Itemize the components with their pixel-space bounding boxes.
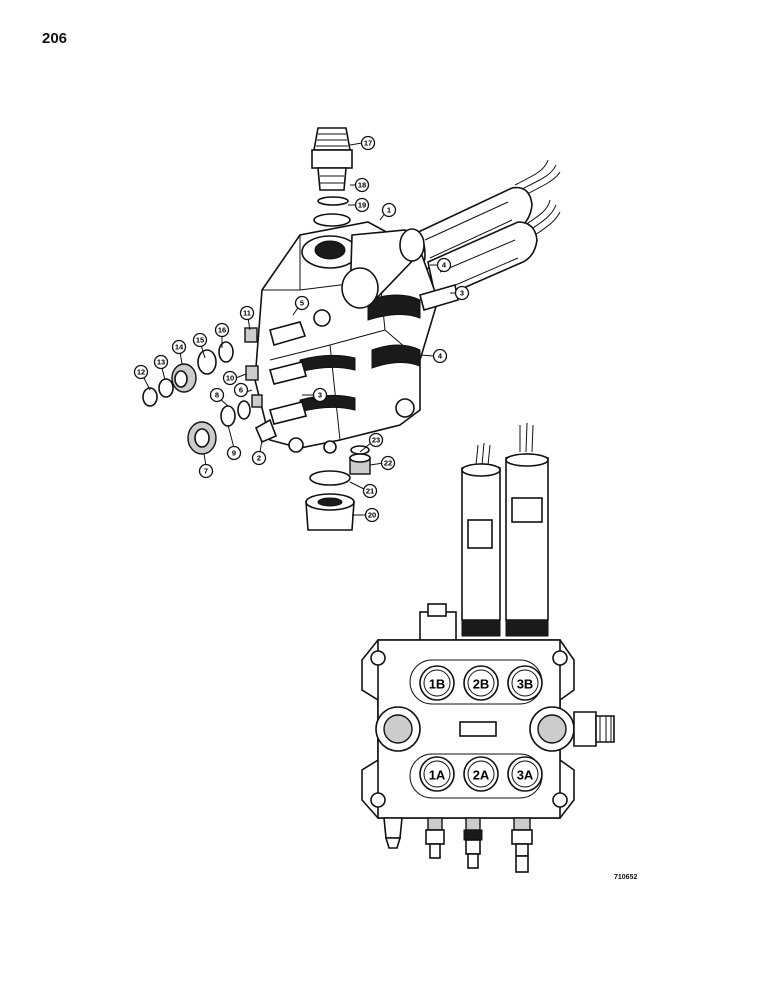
svg-text:3A: 3A bbox=[517, 768, 534, 783]
callout-23: 23 bbox=[368, 432, 384, 448]
bottom-plugs bbox=[305, 445, 371, 531]
svg-text:4: 4 bbox=[438, 352, 443, 361]
callout-11: 11 bbox=[239, 305, 255, 321]
port-3B: 3B bbox=[507, 665, 543, 701]
svg-text:2: 2 bbox=[257, 454, 261, 463]
callout-7: 7 bbox=[198, 463, 214, 479]
page-number: 206 bbox=[42, 30, 68, 47]
callout-21: 21 bbox=[362, 483, 378, 499]
svg-text:19: 19 bbox=[358, 201, 366, 210]
svg-text:15: 15 bbox=[196, 336, 204, 345]
port-1B: 1B bbox=[419, 665, 455, 701]
callout-16: 16 bbox=[214, 322, 230, 338]
callout-14: 14 bbox=[171, 339, 187, 355]
assembled-relief-cap bbox=[419, 603, 457, 643]
seal-stack-upper bbox=[142, 341, 234, 407]
port-3A: 3A bbox=[507, 756, 543, 792]
port-2B: 2B bbox=[463, 665, 499, 701]
solenoid-lower bbox=[427, 221, 538, 302]
svg-text:20: 20 bbox=[368, 511, 376, 520]
svg-text:3: 3 bbox=[460, 289, 464, 298]
assembled-solenoid-1 bbox=[461, 463, 501, 637]
callout-2: 2 bbox=[251, 450, 267, 466]
svg-text:1A: 1A bbox=[429, 768, 446, 783]
assembled-solenoid-2 bbox=[505, 453, 549, 637]
callout-4-upper: 4 bbox=[436, 257, 452, 273]
callout-20: 20 bbox=[364, 507, 380, 523]
svg-text:1: 1 bbox=[387, 206, 391, 215]
svg-text:11: 11 bbox=[243, 309, 251, 318]
svg-text:10: 10 bbox=[226, 374, 234, 383]
port-1A: 1A bbox=[419, 756, 455, 792]
svg-text:3B: 3B bbox=[517, 677, 534, 692]
valve-body bbox=[254, 221, 439, 454]
svg-text:16: 16 bbox=[218, 326, 226, 335]
svg-text:3: 3 bbox=[318, 391, 322, 400]
callout-1: 1 bbox=[381, 202, 397, 218]
svg-text:2B: 2B bbox=[473, 677, 490, 692]
svg-text:7: 7 bbox=[204, 467, 208, 476]
callout-6: 6 bbox=[233, 382, 249, 398]
callout-17: 17 bbox=[360, 135, 376, 151]
callout-13: 13 bbox=[153, 354, 169, 370]
callout-12: 12 bbox=[133, 364, 149, 380]
svg-text:4: 4 bbox=[442, 261, 447, 270]
callout-22: 22 bbox=[380, 455, 396, 471]
callout-3-upper: 3 bbox=[454, 285, 470, 301]
svg-text:21: 21 bbox=[366, 487, 374, 496]
callout-3-lower: 3 bbox=[312, 387, 328, 403]
svg-text:6: 6 bbox=[239, 386, 243, 395]
svg-text:23: 23 bbox=[372, 436, 380, 445]
svg-text:13: 13 bbox=[157, 358, 165, 367]
callout-5: 5 bbox=[294, 295, 310, 311]
assembled-spool-ends bbox=[383, 817, 533, 873]
exploded-view: 17 18 19 1 4 3 4 5 11 16 15 14 13 12 10 … bbox=[133, 127, 561, 531]
fitting-17 bbox=[311, 127, 353, 191]
svg-text:2A: 2A bbox=[473, 768, 490, 783]
svg-text:14: 14 bbox=[175, 343, 184, 352]
spools bbox=[244, 283, 459, 444]
callout-19-upper: 19 bbox=[354, 197, 370, 213]
svg-text:18: 18 bbox=[358, 181, 366, 190]
callout-18: 18 bbox=[354, 177, 370, 193]
svg-text:1B: 1B bbox=[429, 677, 446, 692]
callout-4-lower: 4 bbox=[432, 348, 448, 364]
callout-10: 10 bbox=[222, 370, 238, 386]
port-2A: 2A bbox=[463, 756, 499, 792]
figure-code: 710652 bbox=[614, 874, 638, 881]
svg-text:17: 17 bbox=[364, 139, 372, 148]
callout-15: 15 bbox=[192, 332, 208, 348]
seal-stack-lower bbox=[187, 400, 251, 455]
svg-text:8: 8 bbox=[215, 391, 219, 400]
callout-9: 9 bbox=[226, 445, 242, 461]
assembled-view: 1B 2B 3B 1A 2A 3A bbox=[361, 422, 615, 873]
svg-text:9: 9 bbox=[232, 449, 236, 458]
svg-text:5: 5 bbox=[300, 299, 304, 308]
callout-8-upper: 8 bbox=[209, 387, 225, 403]
svg-text:22: 22 bbox=[384, 459, 392, 468]
svg-text:12: 12 bbox=[137, 368, 145, 377]
